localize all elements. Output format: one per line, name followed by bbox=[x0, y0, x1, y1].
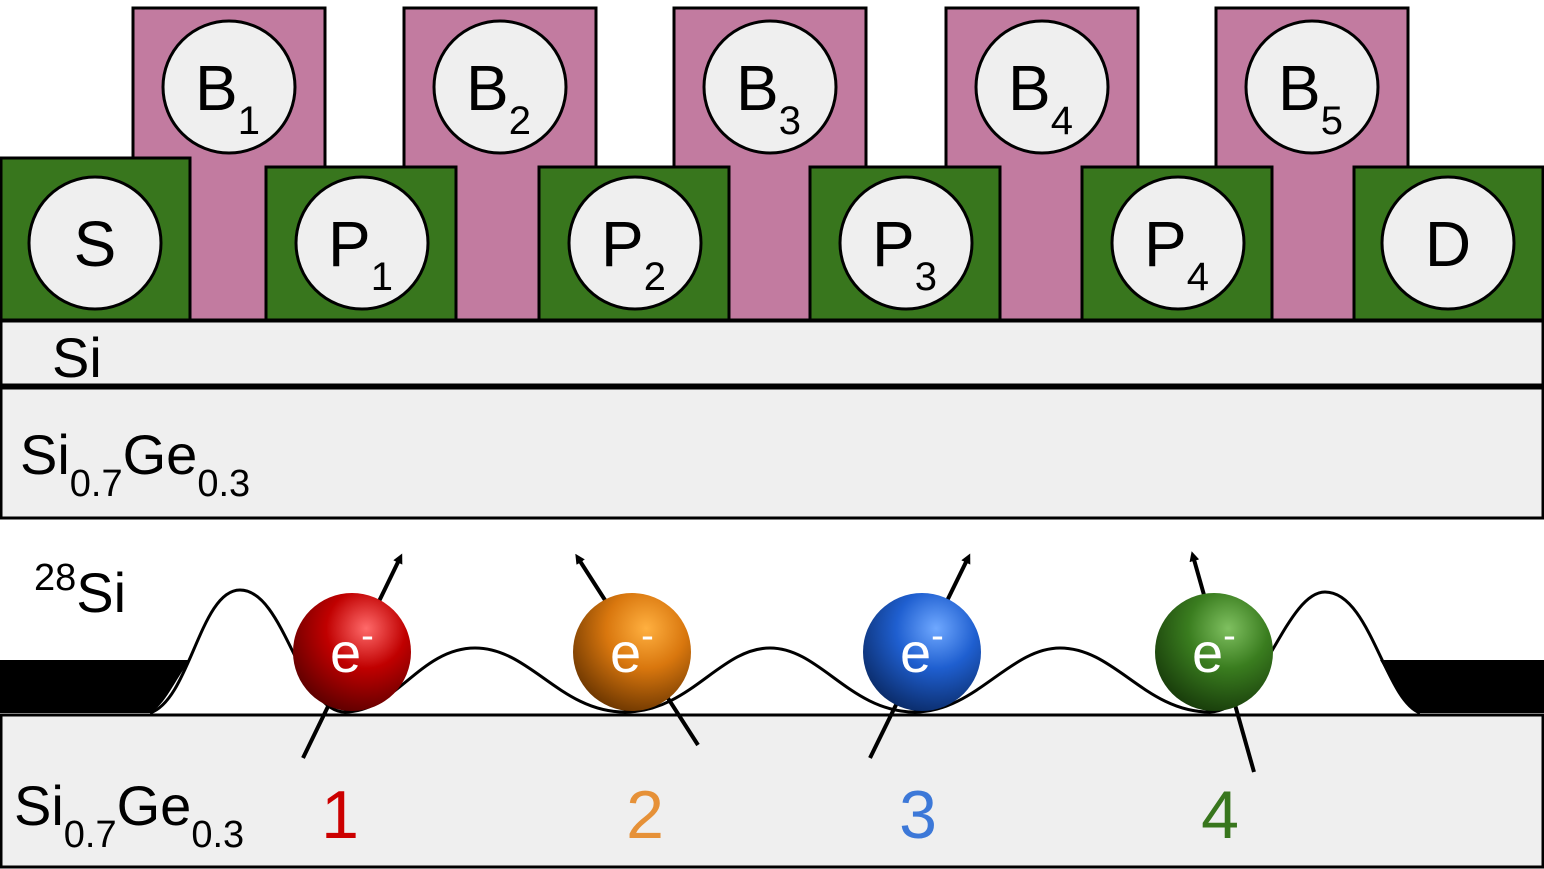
drain-gate-label-circle bbox=[1380, 175, 1516, 311]
plunger-gate-3-label: P3 bbox=[872, 208, 937, 299]
barrier-gate-1-label-circle bbox=[161, 19, 297, 155]
electron-2-label: e- bbox=[610, 615, 654, 684]
source-gate-label-circle bbox=[27, 175, 163, 311]
sige-bottom-layer bbox=[0, 713, 1544, 869]
electron-2 bbox=[573, 593, 691, 711]
source-reservoir bbox=[0, 660, 190, 713]
barrier-gate-2-label-circle bbox=[432, 19, 568, 155]
electron-1 bbox=[293, 593, 411, 711]
barrier-gate-5-label: B5 bbox=[1278, 52, 1343, 143]
sige-top-base: Si bbox=[20, 423, 70, 486]
si-cap-layer bbox=[0, 319, 1544, 387]
si28-label: 28Si bbox=[34, 557, 126, 624]
plunger-gate-2-label-circle bbox=[567, 175, 703, 311]
sige-bottom-base: Si bbox=[14, 774, 64, 837]
plunger-gate-4-label-circle bbox=[1110, 175, 1246, 311]
si28-base: Si bbox=[76, 561, 126, 624]
electron-4-label: e- bbox=[1192, 615, 1236, 684]
barrier-gate-2-label: B2 bbox=[466, 52, 531, 143]
qubit-number-1: 1 bbox=[321, 777, 359, 853]
sige-bottom-sub2: 0.3 bbox=[191, 814, 244, 856]
plunger-gate-1-label: P1 bbox=[328, 208, 393, 299]
plunger-gates: S P1 P2 P3 P4 D bbox=[0, 156, 1544, 322]
electron-3 bbox=[863, 593, 981, 711]
electron-1-label: e- bbox=[330, 615, 374, 684]
qubit-number-3: 3 bbox=[899, 777, 937, 853]
barrier-gate-1-label: B1 bbox=[195, 52, 260, 143]
sige-top-layer bbox=[0, 386, 1544, 520]
qubit-number-2: 2 bbox=[626, 777, 664, 853]
plunger-gate-3-label-circle bbox=[838, 175, 974, 311]
qubit-numbers: 1 2 3 4 bbox=[321, 777, 1239, 853]
plunger-gate-1-label-circle bbox=[294, 175, 430, 311]
sige-top-mid: Ge bbox=[123, 423, 198, 486]
sige-top-sub1: 0.7 bbox=[70, 463, 123, 505]
electrons: e-e-e-e- bbox=[293, 593, 1273, 711]
sige-top-label: Si0.7Ge0.3 bbox=[20, 423, 250, 505]
electron-4 bbox=[1155, 593, 1273, 711]
si28-sup: 28 bbox=[34, 557, 76, 599]
qubit-number-4: 4 bbox=[1201, 777, 1239, 853]
barrier-gate-5-label-circle bbox=[1244, 19, 1380, 155]
drain-gate-label: D bbox=[1425, 208, 1471, 280]
plunger-gate-2-label: P2 bbox=[601, 208, 666, 299]
si-cap-label: Si bbox=[52, 326, 102, 389]
sige-top-sub2: 0.3 bbox=[197, 463, 250, 505]
barrier-gate-4-label-circle bbox=[974, 19, 1110, 155]
sige-bottom-sub1: 0.7 bbox=[64, 814, 117, 856]
plunger-gate-4-label: P4 bbox=[1144, 208, 1209, 299]
barrier-gate-3-label-circle bbox=[702, 19, 838, 155]
drain-reservoir bbox=[1380, 660, 1544, 713]
barrier-gate-3-label: B3 bbox=[736, 52, 801, 143]
source-gate-label: S bbox=[74, 208, 117, 280]
barrier-gate-4-label: B4 bbox=[1008, 52, 1073, 143]
electron-3-label: e- bbox=[900, 615, 944, 684]
sige-bottom-mid: Ge bbox=[117, 774, 192, 837]
sige-bottom-label: Si0.7Ge0.3 bbox=[14, 774, 244, 856]
